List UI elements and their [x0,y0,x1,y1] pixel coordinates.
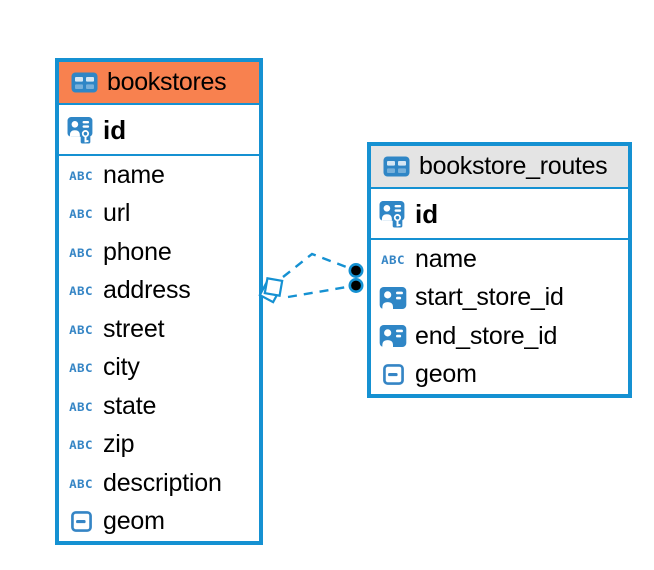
text-type-icon: ABC [381,252,405,267]
entity-table-bookstores[interactable]: bookstores id ABC name ABC url ABC phone [55,58,263,545]
diamond-marker [258,277,284,304]
column-name: url [103,199,131,228]
table-row[interactable]: ABC description [59,464,259,503]
primary-key-icon [377,200,409,228]
foreign-key-icon [377,286,409,309]
table-row[interactable]: end_store_id [371,317,628,356]
column-name: name [415,244,477,273]
geometry-type-icon [65,511,97,533]
primary-key-icon [65,116,97,144]
text-type-icon: ABC [69,168,93,183]
text-type-icon: ABC [69,245,93,260]
text-type-icon: ABC [69,437,93,452]
text-type-icon: ABC [69,476,93,491]
relationship-line[interactable] [287,285,348,299]
table-row[interactable]: start_store_id [371,279,628,318]
table-row[interactable]: id [371,189,628,240]
table-row[interactable]: ABC zip [59,426,259,465]
column-name: zip [103,430,135,459]
relationship-line[interactable] [282,252,350,278]
table-row[interactable]: id [59,105,259,156]
column-name: geom [415,360,477,389]
relationship-connector[interactable] [250,240,375,315]
column-name: description [103,468,222,497]
table-header[interactable]: bookstores [59,62,259,105]
column-name: start_store_id [415,283,564,312]
table-row[interactable]: ABC address [59,272,259,311]
text-type-icon: ABC [69,206,93,221]
table-row[interactable]: ABC name [59,156,259,195]
column-name: city [103,353,140,382]
text-type-icon: ABC [69,322,93,337]
table-row[interactable]: ABC state [59,387,259,426]
table-icon [383,156,410,177]
text-type-icon: ABC [69,399,93,414]
table-row[interactable]: ABC phone [59,233,259,272]
column-name: id [415,198,439,229]
table-title: bookstore_routes [419,152,608,180]
column-name: geom [103,507,165,536]
column-name: id [103,114,127,145]
column-name: state [103,391,157,420]
endpoint-dot [348,277,364,293]
entity-table-bookstore-routes[interactable]: bookstore_routes id ABC name [367,142,632,398]
table-row[interactable]: geom [59,503,259,542]
foreign-key-icon [377,325,409,348]
column-name: street [103,314,165,343]
column-name: phone [103,237,172,266]
table-header[interactable]: bookstore_routes [371,146,628,189]
column-name: address [103,276,191,305]
table-row[interactable]: ABC url [59,195,259,234]
endpoint-dot [348,262,364,278]
text-type-icon: ABC [69,283,93,298]
table-row[interactable]: ABC name [371,240,628,279]
column-name: end_store_id [415,321,558,350]
geometry-type-icon [377,364,409,386]
text-type-icon: ABC [69,360,93,375]
table-title: bookstores [107,68,227,96]
column-name: name [103,160,165,189]
table-row[interactable]: geom [371,356,628,395]
table-row[interactable]: ABC city [59,349,259,388]
table-icon [71,72,98,93]
table-row[interactable]: ABC street [59,310,259,349]
